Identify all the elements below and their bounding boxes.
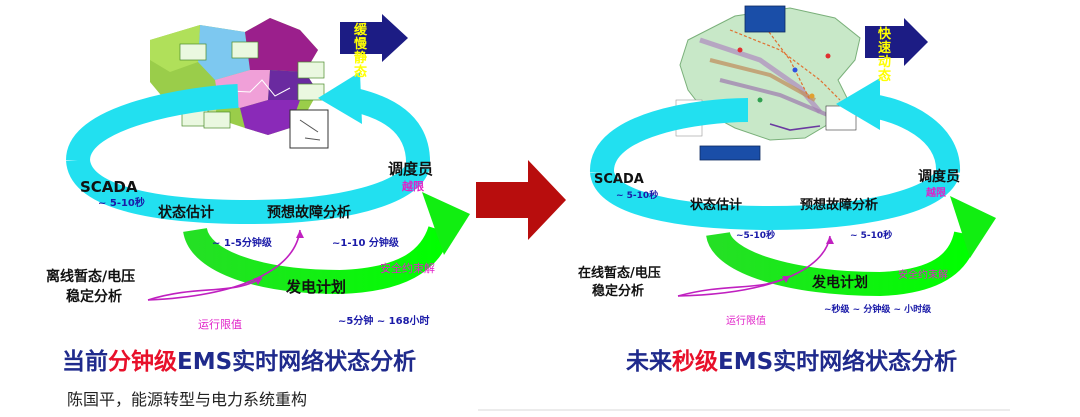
left-limits-curve-2 — [147, 229, 301, 301]
left-cyan-loop-arrow — [66, 72, 430, 225]
left-badge-label: 缓慢静态 — [354, 23, 368, 80]
left-offline-line2: 稳定分析 — [66, 289, 122, 305]
right-violation: 越限 — [926, 188, 946, 199]
left-scada-label: SCADA — [80, 178, 138, 196]
left-china-map — [150, 18, 329, 149]
right-contingency-analysis: 预想故障分析 — [800, 198, 879, 213]
left-violation: 越限 — [402, 180, 424, 193]
left-dispatcher: 调度员 — [388, 160, 434, 178]
left-badge-arrow — [340, 14, 408, 62]
right-generation-schedule: 发电计划 — [812, 275, 868, 291]
credit-line: 陈国平，能源转型与电力系统重构 — [67, 390, 308, 409]
right-time-b: ~ 5-10秒 — [850, 231, 893, 241]
right-security-constrained: 安全约束解 — [898, 270, 948, 281]
left-contingency-analysis: 预想故障分析 — [267, 205, 351, 221]
right-green-arrow — [706, 196, 996, 297]
left-offline-line1: 离线暂态/电压 — [46, 269, 136, 285]
right-title: 未来秒级EMS实时网络状态分析 — [626, 349, 958, 375]
right-dispatcher: 调度员 — [918, 169, 960, 185]
center-transition-arrow — [476, 160, 566, 240]
right-online-line2: 稳定分析 — [592, 284, 645, 299]
right-scada-label: SCADA — [594, 172, 644, 187]
left-green-arrow — [183, 192, 470, 295]
right-cyan-loop-arrow — [590, 78, 960, 231]
right-badge-arrow — [865, 18, 928, 66]
right-operating-limits: 运行限值 — [726, 316, 766, 327]
right-scada-time: ~ 5-10秒 — [616, 191, 659, 201]
right-state-estimation: 状态估计 — [690, 198, 743, 213]
right-time-a: ~5-10秒 — [736, 231, 776, 241]
left-state-estimation: 状态估计 — [158, 205, 214, 221]
left-generation-schedule: 发电计划 — [286, 278, 347, 296]
right-china-map — [675, 5, 861, 161]
right-time-c: ~秒级 ~ 分钟级 ~ 小时级 — [824, 305, 932, 315]
left-time-c: ~5分钟 ~ 168小时 — [338, 316, 430, 327]
left-time-b: ~1-10 分钟级 — [332, 238, 399, 249]
left-time-a: ~ 1-5分钟级 — [212, 238, 272, 249]
left-limits-curve — [147, 277, 263, 301]
right-limits-curve-2 — [677, 235, 831, 297]
left-title: 当前分钟级EMS实时网络状态分析 — [62, 349, 417, 375]
left-scada-time: ~ 5-10秒 — [98, 198, 145, 209]
right-online-line1: 在线暂态/电压 — [578, 266, 661, 281]
left-operating-limits: 运行限值 — [198, 318, 242, 331]
right-badge-label: 快速动态 — [878, 27, 892, 84]
left-security-constrained: 安全约束解 — [380, 262, 435, 275]
